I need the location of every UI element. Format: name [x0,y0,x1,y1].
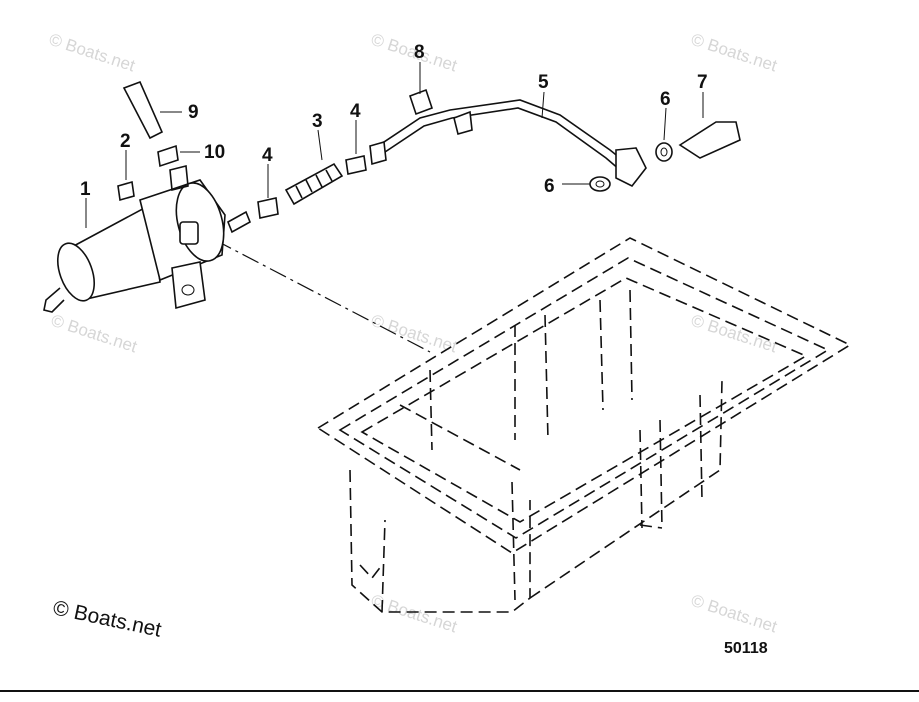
callout-5: 5 [538,72,549,93]
callout-8: 8 [414,42,425,63]
callout-7: 7 [697,72,708,93]
callout-4: 4 [350,101,361,122]
callout-4: 4 [262,145,273,166]
copyright-text: © Boats.net [51,596,164,641]
watermark: © Boats.net [689,591,780,637]
watermark: © Boats.net [49,311,140,357]
screw [408,88,434,116]
watermark: © Boats.net [689,311,780,357]
clamp [257,197,279,219]
callout-10: 10 [204,142,225,163]
fuel-pump [43,164,252,313]
clamp [345,155,367,175]
callout-6: 6 [544,176,555,197]
leader-line [214,239,431,353]
bottom-rule [0,690,919,702]
fuel-hose [284,162,344,206]
hose-clamp [157,144,179,168]
watermark: © Boats.net [47,30,138,76]
fitting [678,121,741,159]
watermark: © Boats.net [369,591,460,637]
callout-1: 1 [80,179,91,200]
callout-3: 3 [312,111,323,132]
washer [655,142,673,162]
callout-2: 2 [120,131,131,152]
washer [589,176,611,192]
callout-9: 9 [188,102,199,123]
oil-pan-outline [316,237,852,613]
callout-6: 6 [660,89,671,110]
figure-number: 50118 [724,640,768,657]
vent-hose [122,80,164,140]
leader-lines [85,62,704,228]
watermark: © Boats.net [689,30,780,76]
fuel-line [369,99,647,188]
callout-numbers: 1 2 3 4 4 5 6 6 7 8 9 10 [80,42,708,200]
